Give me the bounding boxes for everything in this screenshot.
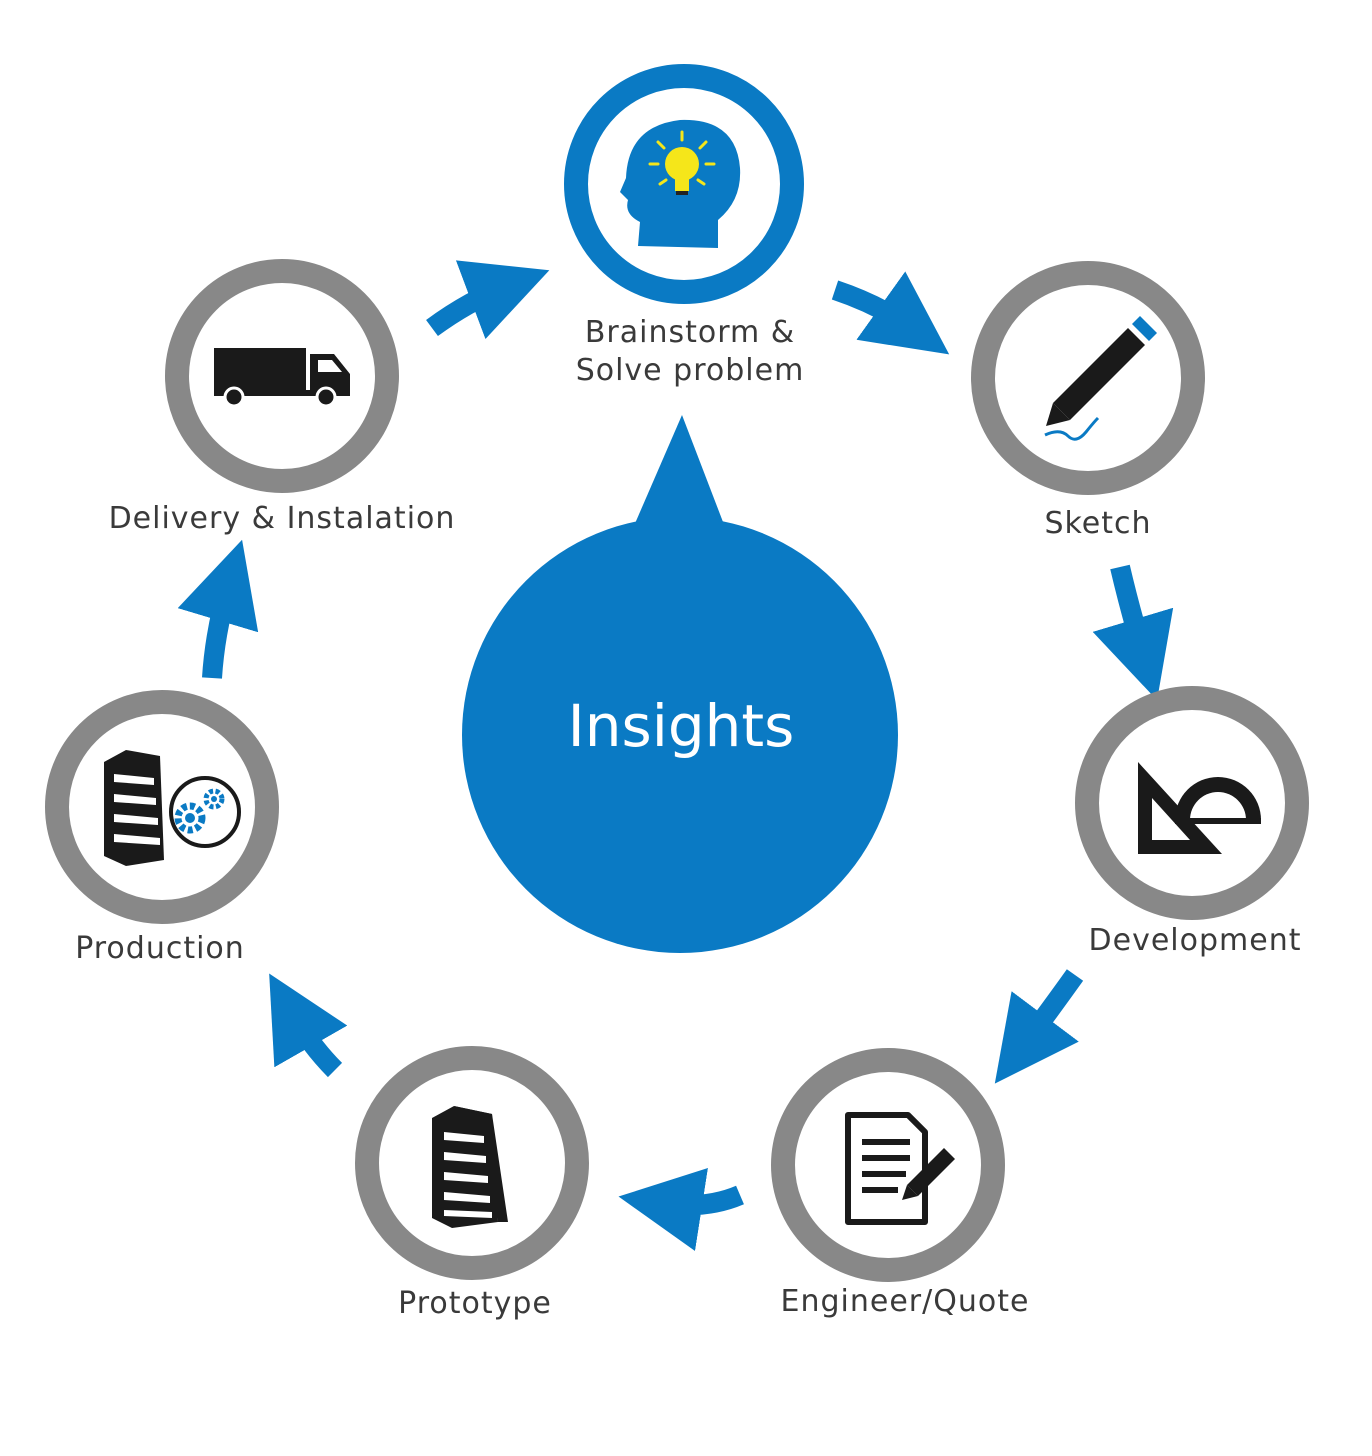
cabinet-icon <box>432 1106 508 1228</box>
step-engineer-quote <box>771 1048 1005 1282</box>
step-prototype <box>355 1046 589 1280</box>
ruler-protractor-icon <box>1138 762 1261 854</box>
cabinet-gears-icon <box>104 750 241 866</box>
step-brainstorm <box>564 64 804 304</box>
step-delivery <box>165 259 399 493</box>
brainstorm-label: Brainstorm & Solve problem <box>560 314 820 390</box>
arrow-delivery-to-brainstorm <box>426 260 550 340</box>
brainstorm-label-line-2: Solve problem <box>575 353 805 388</box>
production-label: Production <box>75 931 245 966</box>
step-production <box>45 690 279 924</box>
arrow-sketch-to-development <box>1092 564 1174 701</box>
brainstorm-label-line-1: Brainstorm & <box>584 315 796 350</box>
arrow-brainstorm-to-sketch <box>831 271 950 355</box>
pencil-icon <box>1044 316 1157 441</box>
development-label: Development <box>1088 923 1302 958</box>
step-development <box>1075 686 1309 920</box>
arrow-development-to-engineer <box>994 969 1084 1084</box>
engineer-quote-label: Engineer/Quote <box>780 1284 1030 1319</box>
arrow-engineer-to-prototype <box>618 1167 744 1251</box>
head-lightbulb-icon <box>620 119 741 248</box>
insights-label: Insights <box>567 692 795 760</box>
arrow-prototype-to-production <box>269 973 348 1078</box>
cycle-arrows <box>177 260 1174 1251</box>
insights-bubble <box>462 415 898 953</box>
prototype-label: Prototype <box>398 1286 552 1321</box>
truck-icon <box>214 348 350 408</box>
delivery-label: Delivery & Instalation <box>108 501 456 536</box>
step-sketch <box>971 261 1205 495</box>
document-pen-icon <box>845 1112 955 1225</box>
arrow-production-to-delivery <box>177 539 259 679</box>
sketch-label: Sketch <box>1044 506 1152 541</box>
